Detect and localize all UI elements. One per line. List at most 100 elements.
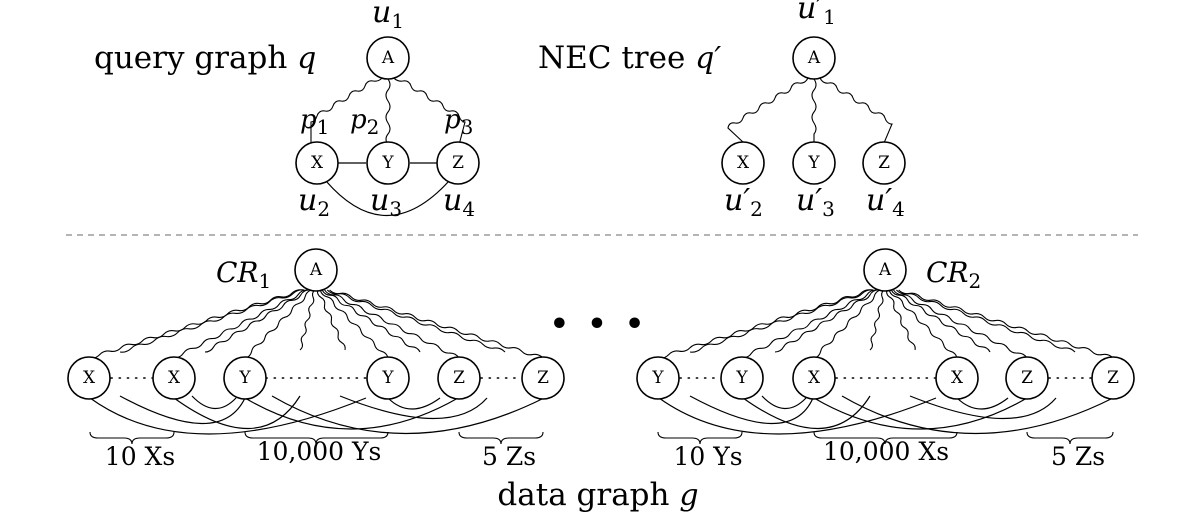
cr1-edge-curve (339, 395, 488, 420)
cr2-brace-x (813, 431, 958, 445)
cr1-wavy-path (321, 289, 421, 353)
cr2-node-label: Y (735, 368, 748, 388)
cr2-wavy-path (898, 289, 1114, 359)
cr1-edge-curve (89, 397, 367, 435)
cr2-wavy-path (890, 289, 991, 353)
cr2-edge-curve (813, 397, 1028, 430)
cr1-node (437, 356, 481, 400)
ellipsis: • • • (550, 307, 648, 342)
cr1-brace-z (458, 431, 544, 445)
data-graph-caption: data graph g (497, 477, 698, 513)
query-node-u4-name: u4 (443, 183, 475, 221)
cr1-node-label: Z (537, 368, 549, 388)
nec-node-u1 (792, 36, 836, 80)
cr2-node-label: Z (1021, 368, 1033, 388)
cr1-wavy-path (319, 289, 389, 359)
query-path-label-p1: p1 (300, 105, 329, 139)
query-node-u1 (366, 36, 410, 80)
cr1-wavy-path (316, 289, 346, 351)
nec-node-u2-name: u′2 (724, 183, 763, 221)
cr2-edge-curve (689, 395, 814, 425)
query-node-u3-label: Y (381, 153, 394, 173)
cr1-edge-curve (387, 397, 441, 410)
cr1-wavy-path (326, 289, 506, 353)
cr2-brace-y (657, 431, 743, 445)
cr2-name: CR2 (926, 256, 981, 293)
cr1-edge-curve (119, 395, 246, 425)
nec-node-u3 (792, 141, 836, 185)
nec-node-u2 (721, 141, 765, 185)
cr2-root-label: A (878, 260, 892, 280)
cr2-node-label: Z (1107, 368, 1119, 388)
query-node-u4 (436, 141, 480, 185)
query-node-u4-label: Z (452, 153, 464, 173)
nec-root-name: u′1 (797, 0, 836, 29)
cr2-node (935, 356, 979, 400)
cr1-node (366, 356, 410, 400)
cr2-node-label: Y (651, 368, 664, 388)
query-root-name: u1 (372, 0, 404, 33)
cr2-group-label-x: 10,000 Xs (823, 437, 949, 466)
cr2-wavy-path (869, 289, 885, 351)
nec-node-u1-label: A (807, 48, 821, 68)
cr1-edge-curve (271, 395, 545, 435)
cr2-wavy-path (888, 289, 958, 359)
nec-path-x (727, 77, 809, 144)
cr2-wavy-path (893, 289, 1028, 359)
query-path-p1 (310, 76, 384, 145)
query-node-u3-name: u3 (370, 183, 402, 221)
cr2-node (1091, 356, 1135, 400)
cr2-wavy-path (813, 289, 881, 359)
query-path-p2 (385, 78, 391, 146)
cr2-group-label-z: 5 Zs (1051, 442, 1105, 471)
nec-path-z (819, 77, 893, 144)
cr1-group-label-y: 10,000 Ys (257, 437, 382, 466)
cr2-wavy-path (886, 289, 916, 351)
cr1-brace-x (89, 431, 175, 445)
cr2-root-node (863, 248, 907, 292)
cr1-node (67, 356, 111, 400)
cr1-wavy-path (173, 289, 308, 359)
cr2-wavy-path (774, 289, 879, 353)
cr1-name: CR1 (216, 256, 271, 293)
cr2-wavy-paths (657, 289, 1114, 359)
cr1-root-label: A (309, 260, 323, 280)
cr2-node (792, 356, 836, 400)
cr1-root-node (294, 248, 338, 292)
cr1-group-label-x: 10 Xs (105, 442, 175, 471)
query-graph: query graph q u1 p1 p2 p3 A X Y Z u2 u3 … (94, 0, 480, 221)
cr1-edge-curve (244, 397, 459, 430)
nec-node-u3-label: Y (807, 153, 820, 173)
cr2-edge-curve (761, 395, 807, 410)
cr1-wavy-path (324, 289, 460, 359)
cr2-node (720, 356, 764, 400)
query-node-u1-label: A (381, 48, 395, 68)
cr2-group-label-y: 10 Ys (673, 442, 742, 471)
query-node-u2-name: u2 (298, 183, 330, 221)
cr2-brace-z (1026, 431, 1114, 445)
cr2-edge-curve (742, 395, 871, 429)
nec-node-u4-label: Z (878, 153, 890, 173)
cr2-edge-curve (841, 395, 1114, 435)
cr2-wavy-path (657, 289, 872, 359)
cr1-node (223, 356, 267, 400)
cr1-brace-y (244, 431, 389, 445)
cr1-edge-curve (191, 395, 237, 410)
cr1-wavy-path (329, 289, 544, 359)
cr1-wavy-path (204, 289, 310, 353)
nec-tree: NEC tree q′ u′1 A X Y Z u′2 u′3 u′4 (538, 0, 906, 221)
query-graph-caption: query graph q (94, 40, 316, 76)
cr2-edge-curve (956, 397, 1009, 410)
cr1-node-label: X (168, 368, 181, 388)
query-edge-x-z (325, 180, 450, 216)
cr1-wavy-path (119, 289, 305, 353)
nec-node-u4-name: u′4 (866, 183, 905, 221)
nec-tree-caption: NEC tree q′ (538, 40, 721, 76)
query-path-p3 (392, 76, 466, 146)
cr1-wavy-path (244, 289, 312, 359)
query-node-u3 (366, 141, 410, 185)
cr2-node (1005, 356, 1049, 400)
query-path-label-p2: p2 (350, 105, 379, 139)
cr2-edge-curve (658, 397, 937, 435)
